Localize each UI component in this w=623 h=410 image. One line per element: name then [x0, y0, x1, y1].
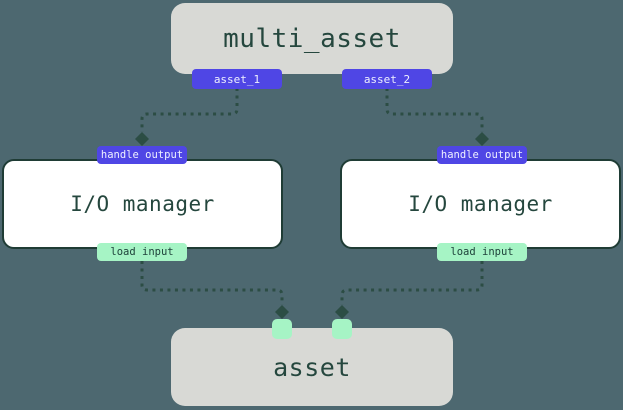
load-input-badge-left-label: load input — [110, 246, 174, 258]
node-io-manager-left: I/O manager — [2, 159, 283, 249]
arrowhead-diamond-icon — [335, 305, 349, 319]
io-manager-right-label: I/O manager — [408, 192, 553, 216]
handle-output-badge-right: handle output — [437, 146, 527, 164]
io-manager-left-label: I/O manager — [70, 192, 215, 216]
edge-asset2-to-right-io — [385, 88, 484, 132]
handle-output-badge-left: handle output — [97, 146, 187, 164]
node-io-manager-right: I/O manager — [340, 159, 621, 249]
asset-label: asset — [273, 352, 351, 382]
output-handle-asset-1: asset_1 — [192, 69, 282, 89]
node-asset: asset — [171, 328, 453, 406]
handle-output-badge-right-label: handle output — [440, 149, 524, 161]
edge-asset1-to-left-io — [140, 88, 239, 132]
edge-left-io-to-asset — [140, 261, 284, 305]
output-handle-asset-2-label: asset_2 — [363, 72, 411, 86]
output-handle-asset-1-label: asset_1 — [213, 72, 261, 86]
multi-asset-label: multi_asset — [223, 23, 401, 54]
handle-output-badge-left-label: handle output — [100, 149, 184, 161]
arrowhead-diamond-icon — [135, 132, 149, 146]
load-input-badge-right-label: load input — [450, 246, 514, 258]
input-port-right — [332, 319, 352, 339]
output-handle-asset-2: asset_2 — [342, 69, 432, 89]
input-port-left — [272, 319, 292, 339]
load-input-badge-right: load input — [437, 243, 527, 261]
edge-right-io-to-asset — [340, 261, 484, 305]
load-input-badge-left: load input — [97, 243, 187, 261]
arrowhead-diamond-icon — [275, 305, 289, 319]
arrowhead-diamond-icon — [475, 132, 489, 146]
node-multi-asset: multi_asset — [171, 3, 453, 74]
